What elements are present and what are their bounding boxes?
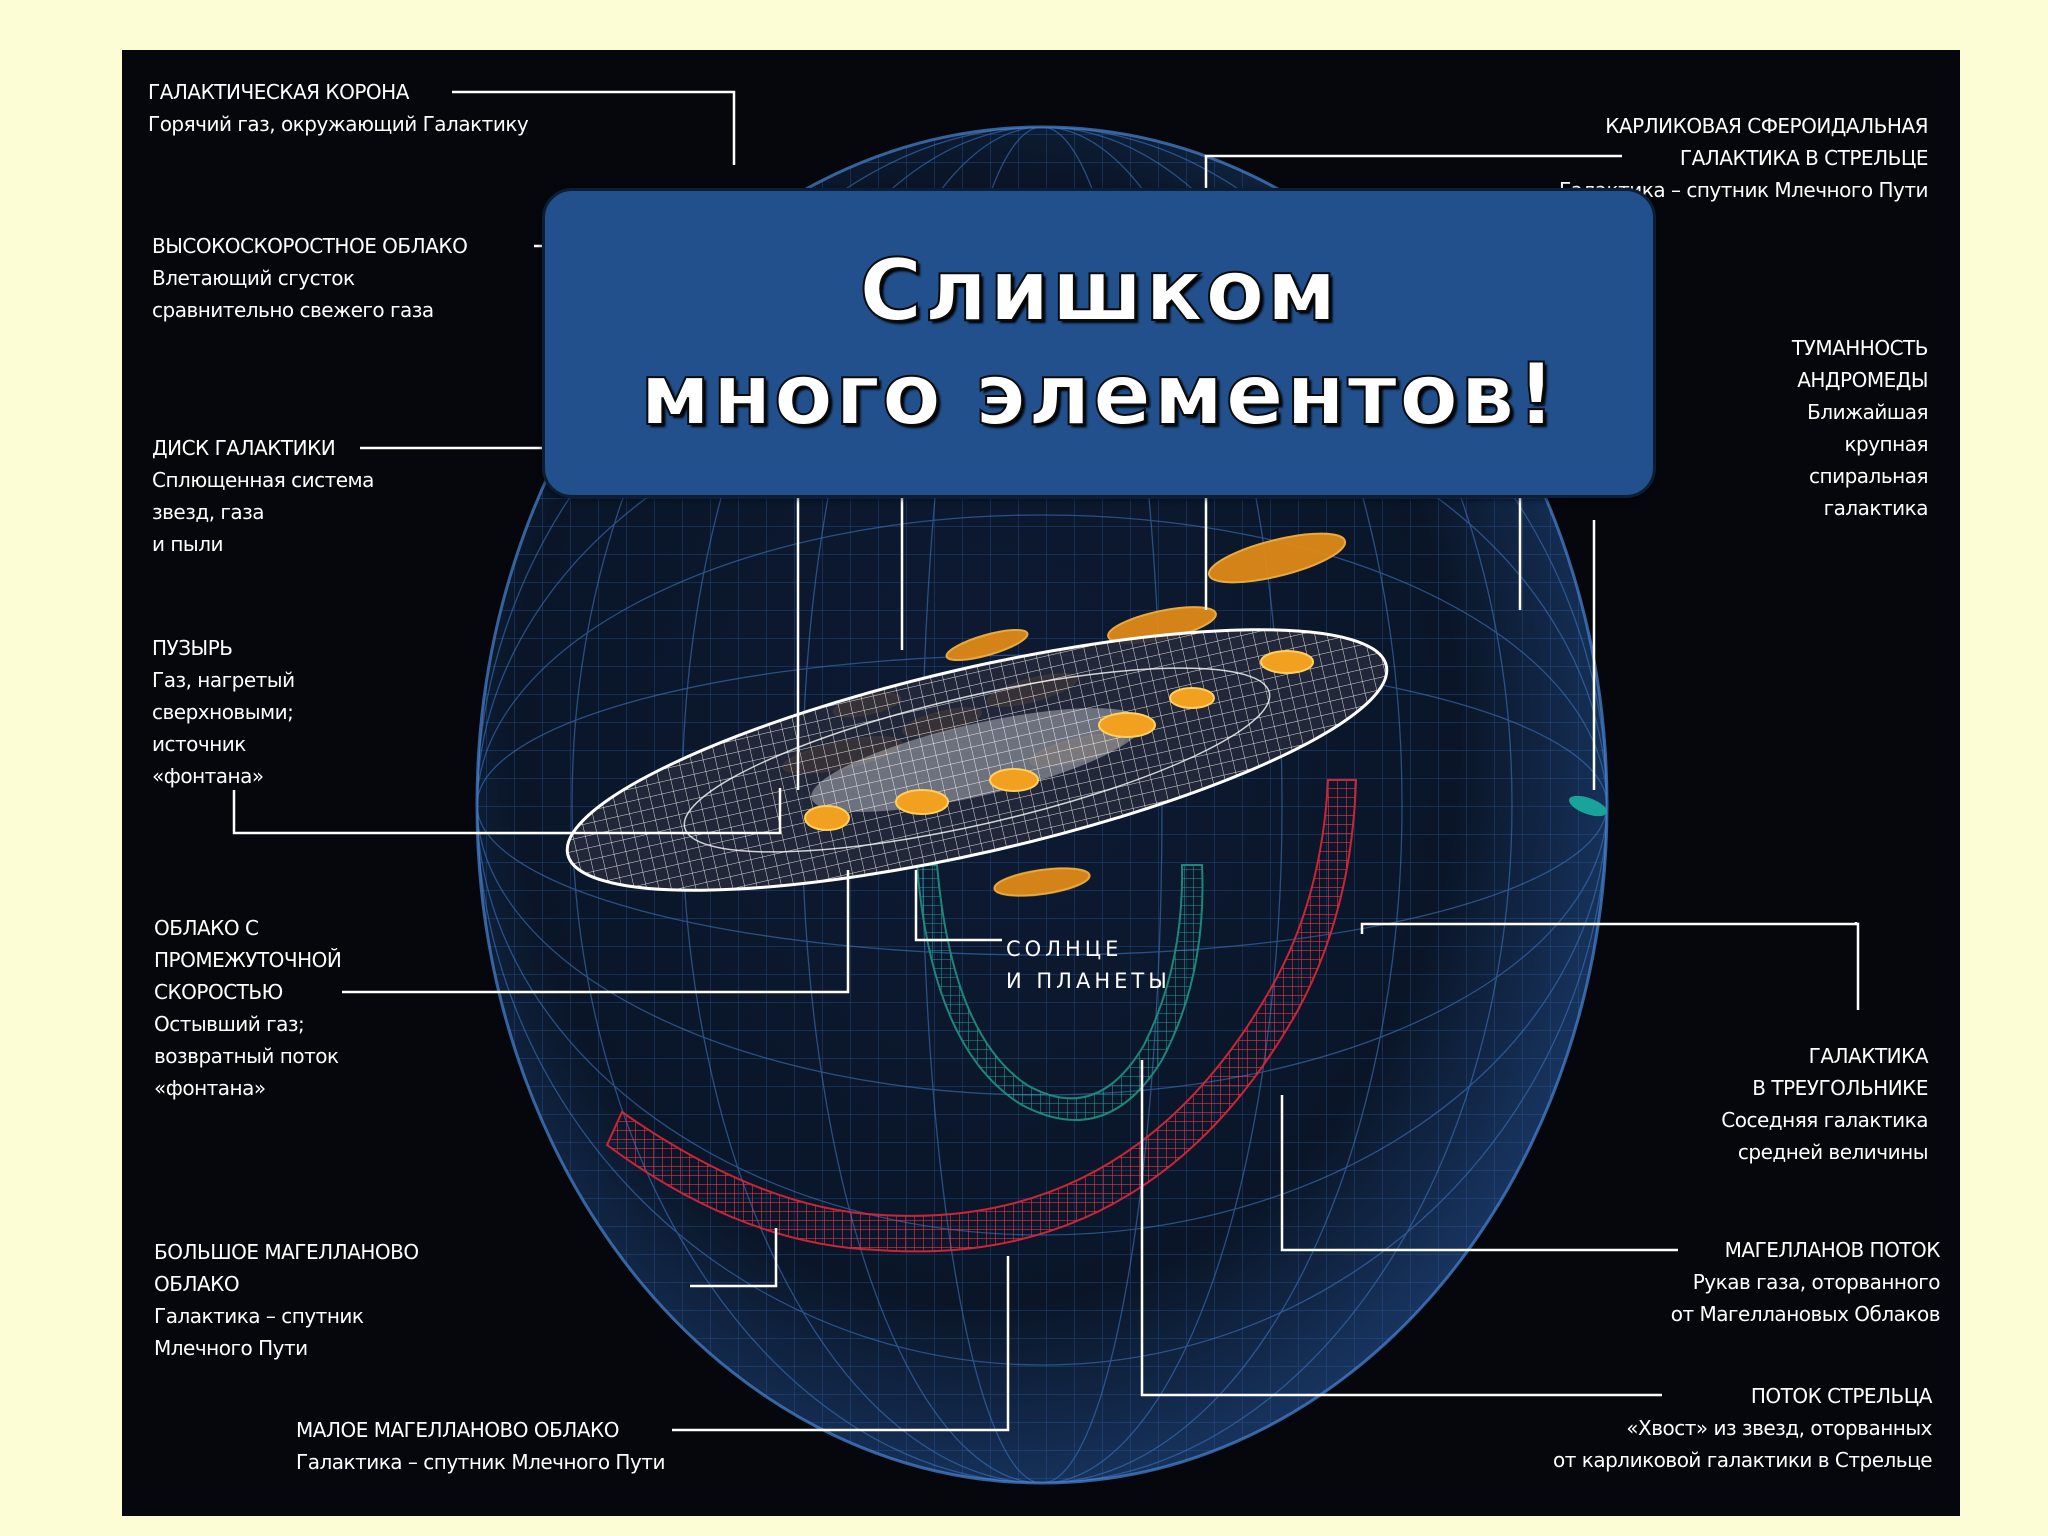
- label-desc: от карликовой галактики в Стрельце: [1553, 1444, 1932, 1476]
- label-desc: Газ, нагретый: [152, 664, 295, 696]
- label-title: ДИСК ГАЛАКТИКИ: [152, 432, 374, 464]
- label-galactic-corona: ГАЛАКТИЧЕСКАЯ КОРОНА Горячий газ, окружа…: [148, 76, 528, 140]
- label-desc: галактика: [1792, 492, 1928, 524]
- label-galactic-disk: ДИСК ГАЛАКТИКИ Сплющенная система звезд,…: [152, 432, 374, 560]
- label-andromeda-nebula: ТУМАННОСТЬ АНДРОМЕДЫ Ближайшая крупная с…: [1792, 332, 1928, 524]
- label-desc: и пыли: [152, 528, 374, 560]
- label-title: ОБЛАКО: [154, 1268, 419, 1300]
- label-title: ГАЛАКТИЧЕСКАЯ КОРОНА: [148, 76, 528, 108]
- label-title: СОЛНЦЕ: [1006, 933, 1171, 965]
- label-small-magellanic-cloud: МАЛОЕ МАГЕЛЛАНОВО ОБЛАКО Галактика – спу…: [296, 1414, 665, 1478]
- label-desc: Влетающий сгусток: [152, 262, 467, 294]
- label-triangulum-galaxy: ГАЛАКТИКА В ТРЕУГОЛЬНИКЕ Соседняя галакт…: [1721, 1040, 1928, 1168]
- label-title: ВЫСОКОСКОРОСТНОЕ ОБЛАКО: [152, 230, 467, 262]
- label-intermediate-velocity-cloud: ОБЛАКО С ПРОМЕЖУТОЧНОЙ СКОРОСТЬЮ Остывши…: [154, 912, 341, 1104]
- label-title: МАЛОЕ МАГЕЛЛАНОВО ОБЛАКО: [296, 1414, 665, 1446]
- label-bubble: ПУЗЫРЬ Газ, нагретый сверхновыми; источн…: [152, 632, 295, 792]
- label-desc: Горячий газ, окружающий Галактику: [148, 108, 528, 140]
- label-desc: Соседняя галактика: [1721, 1104, 1928, 1136]
- label-desc: возвратный поток: [154, 1040, 341, 1072]
- label-desc: «Хвост» из звезд, оторванных: [1553, 1412, 1932, 1444]
- label-title: СКОРОСТЬЮ: [154, 976, 341, 1008]
- label-desc: источник: [152, 728, 295, 760]
- label-title: ОБЛАКО С: [154, 912, 341, 944]
- label-title: И ПЛАНЕТЫ: [1006, 965, 1171, 997]
- too-many-elements-banner: Слишком много элементов!: [542, 188, 1656, 498]
- banner-line-1: Слишком: [859, 239, 1338, 343]
- label-large-magellanic-cloud: БОЛЬШОЕ МАГЕЛЛАНОВО ОБЛАКО Галактика – с…: [154, 1236, 419, 1364]
- label-desc: Ближайшая: [1792, 396, 1928, 428]
- label-title: ГАЛАКТИКА: [1721, 1040, 1928, 1072]
- label-sagittarius-stream: ПОТОК СТРЕЛЬЦА «Хвост» из звезд, оторван…: [1553, 1380, 1932, 1476]
- label-sun-and-planets: СОЛНЦЕ И ПЛАНЕТЫ: [1006, 933, 1171, 997]
- label-desc: Сплющенная система: [152, 464, 374, 496]
- label-title: КАРЛИКОВАЯ СФЕРОИДАЛЬНАЯ: [1559, 110, 1928, 142]
- label-desc: Галактика – спутник Млечного Пути: [296, 1446, 665, 1478]
- label-desc: сверхновыми;: [152, 696, 295, 728]
- label-title: ПОТОК СТРЕЛЬЦА: [1553, 1380, 1932, 1412]
- label-desc: спиральная: [1792, 460, 1928, 492]
- label-desc: Млечного Пути: [154, 1332, 419, 1364]
- label-title: ПРОМЕЖУТОЧНОЙ: [154, 944, 341, 976]
- label-desc: звезд, газа: [152, 496, 374, 528]
- label-title: В ТРЕУГОЛЬНИКЕ: [1721, 1072, 1928, 1104]
- label-title: МАГЕЛЛАНОВ ПОТОК: [1671, 1234, 1940, 1266]
- label-title: АНДРОМЕДЫ: [1792, 364, 1928, 396]
- label-title: ТУМАННОСТЬ: [1792, 332, 1928, 364]
- label-title: ПУЗЫРЬ: [152, 632, 295, 664]
- label-desc: Рукав газа, оторванного: [1671, 1266, 1940, 1298]
- label-desc: крупная: [1792, 428, 1928, 460]
- label-desc: сравнительно свежего газа: [152, 294, 467, 326]
- label-title: БОЛЬШОЕ МАГЕЛЛАНОВО: [154, 1236, 419, 1268]
- label-title: ГАЛАКТИКА В СТРЕЛЬЦЕ: [1559, 142, 1928, 174]
- label-desc: Галактика – спутник: [154, 1300, 419, 1332]
- label-high-velocity-cloud: ВЫСОКОСКОРОСТНОЕ ОБЛАКО Влетающий сгусто…: [152, 230, 467, 326]
- label-desc: Остывший газ;: [154, 1008, 341, 1040]
- label-magellanic-stream: МАГЕЛЛАНОВ ПОТОК Рукав газа, оторванного…: [1671, 1234, 1940, 1330]
- label-desc: средней величины: [1721, 1136, 1928, 1168]
- label-desc: «фонтана»: [152, 760, 295, 792]
- label-desc: «фонтана»: [154, 1072, 341, 1104]
- label-desc: от Магеллановых Облаков: [1671, 1298, 1940, 1330]
- banner-line-2: много элементов!: [640, 343, 1558, 447]
